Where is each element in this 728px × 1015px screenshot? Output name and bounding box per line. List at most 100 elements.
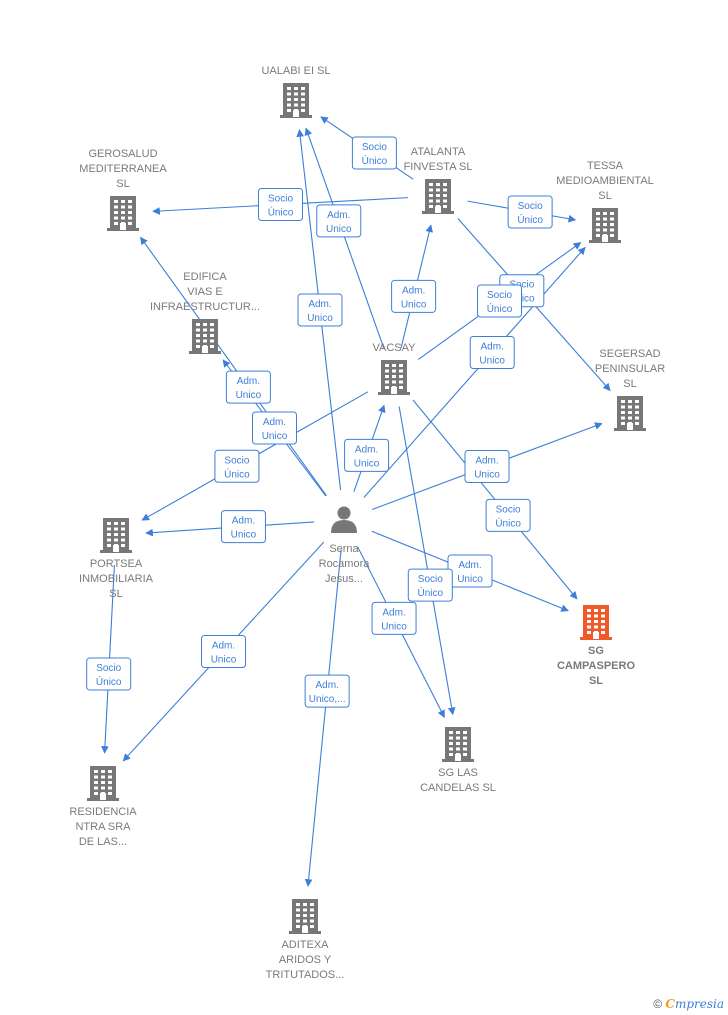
node-label: SL [109, 588, 122, 600]
edge-label[interactable]: Adm. Unico [344, 438, 390, 472]
edge-label-text: Unico [262, 431, 288, 442]
edge-label-text: Unico [354, 458, 380, 469]
edge-label[interactable]: Adm. Unico [447, 554, 493, 588]
node-label: GEROSALUD [88, 148, 157, 160]
edge-label-text: Socio [518, 201, 543, 212]
node-label: INMOBILIARIA [79, 573, 154, 585]
node-label: ADITEXA [281, 939, 329, 951]
person-icon [331, 506, 357, 533]
edge-label[interactable]: Adm.Unico [371, 601, 417, 635]
edge-label[interactable]: Adm.Unico [469, 335, 515, 369]
node-label: SL [598, 190, 611, 202]
edge-vacsay-sglascandelas [398, 406, 456, 716]
edge-label-text: Socio [362, 142, 387, 153]
brand-initial: C [665, 997, 675, 1011]
brand-name: mpresia [674, 997, 724, 1011]
edge-label-text: Unico [457, 574, 483, 585]
edge-person-tessa [363, 246, 586, 498]
building-icon [87, 766, 119, 801]
edge-label-text: Adm. [237, 376, 260, 387]
node-label: UALABI EI SL [261, 65, 330, 77]
node-atalanta[interactable]: ATALANTA FINVESTA SL [404, 146, 473, 214]
node-label: INFRAESTRUCTUR... [150, 301, 260, 313]
node-person[interactable]: SernaRocamoraJesus... [319, 506, 371, 586]
node-label: SL [623, 378, 636, 390]
edge-label-text: Único [418, 586, 444, 599]
node-label: FINVESTA SL [404, 161, 473, 173]
edge-label[interactable]: Adm.Unico [464, 450, 510, 483]
building-icon [442, 727, 474, 762]
edge-label-text: Socio [268, 194, 293, 205]
node-label: SEGERSAD [599, 348, 660, 360]
edge-label-text: Unico [236, 390, 262, 401]
edge-label-text: Adm. [232, 516, 255, 527]
building-icon [614, 396, 646, 431]
edge-label[interactable]: Adm.Unico [316, 204, 362, 238]
node-label: CAMPASPERO [557, 660, 635, 672]
edge-label-text: Único [362, 154, 388, 167]
edge-label[interactable]: Adm.Unico [391, 279, 437, 313]
node-label: ARIDOS Y [279, 954, 332, 966]
node-label: ATALANTA [411, 146, 466, 158]
building-icon [100, 518, 132, 553]
building-icon [378, 360, 410, 395]
edge-label[interactable]: Adm. Unico [225, 370, 271, 404]
node-label: TRITUTADOS... [266, 969, 345, 981]
edge-label-text: Unico [381, 621, 407, 632]
node-label: Serna [329, 543, 359, 555]
edge-label-text: Socio [509, 280, 534, 291]
edge-label[interactable]: Adm. Unico [220, 510, 266, 544]
edge-label-text: Socio [418, 574, 443, 585]
node-label: MEDITERRANEA [79, 163, 167, 175]
building-icon [289, 899, 321, 934]
edge-label[interactable]: Adm. Unico [252, 411, 297, 445]
building-icon [280, 83, 312, 118]
edge-label-text: Único [517, 213, 543, 226]
edge-label-text: Adm. [263, 417, 286, 428]
edge-label-text: Adm. [355, 444, 378, 455]
edge-person-gerosalud [140, 236, 327, 496]
edge-label[interactable]: Adm.Unico [201, 635, 246, 668]
edge-label[interactable]: Adm.Unico,... [304, 674, 350, 708]
edge-label-text: Adm. [402, 285, 425, 296]
node-label: MEDIOAMBIENTAL [556, 175, 654, 187]
building-icon [107, 196, 139, 231]
node-label: VIAS E [187, 286, 222, 298]
node-label: VACSAY [373, 342, 417, 354]
node-segersad[interactable]: SEGERSAD PENINSULAR SL [595, 348, 665, 431]
node-gerosalud[interactable]: GEROSALUD MEDITERRANEA SL [79, 148, 167, 231]
node-label: PORTSEA [90, 558, 143, 570]
edge-label-text: Socio [496, 504, 521, 515]
edge-label-text: Único [224, 467, 250, 480]
edge-label-text: Adm. [458, 560, 481, 571]
edge-label-text: Unico,... [309, 694, 346, 705]
edge-label-text: Socio [487, 290, 512, 301]
node-vacsay[interactable]: VACSAY [373, 342, 417, 395]
node-label: NTRA SRA [75, 821, 131, 833]
edge-label-text: Socio [224, 455, 249, 466]
node-portsea[interactable]: PORTSEA INMOBILIARIA SL [79, 518, 154, 600]
copyright-symbol: © [653, 997, 663, 1011]
edge-label-text: Unico [231, 530, 257, 541]
node-label: SL [116, 178, 129, 190]
node-aditexa[interactable]: ADITEXA ARIDOS Y TRITUTADOS... [266, 899, 345, 981]
node-label: PENINSULAR [595, 363, 665, 375]
edge-label-text: Unico [307, 313, 333, 324]
building-icon [189, 319, 221, 354]
edge-label[interactable]: Adm.Unico [297, 293, 343, 327]
node-ualabi[interactable]: UALABI EI SL [261, 65, 331, 118]
